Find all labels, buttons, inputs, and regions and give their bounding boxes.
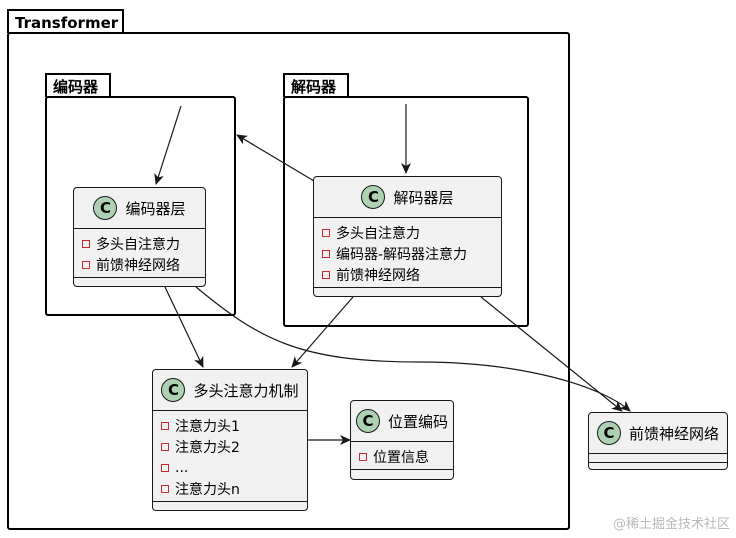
package-tab-encoder: 编码器 (45, 73, 111, 97)
class-name: 解码器层 (393, 188, 454, 207)
class-fields (589, 454, 727, 463)
class-attribute: 注意力头2 (175, 439, 240, 456)
class-icon: C (93, 196, 118, 220)
class-name: 位置编码 (387, 412, 448, 431)
private-field-icon (161, 421, 169, 430)
class-methods (74, 278, 205, 286)
class-feed-forward-network: C 前馈神经网络 (588, 412, 728, 470)
class-decoder-layer: C 解码器层 多头自注意力 编码器-解码器注意力 前馈神经网络 (313, 176, 502, 297)
class-attribute: 前馈神经网络 (96, 257, 180, 274)
class-name: 编码器层 (125, 199, 186, 218)
edge-decoder-to-encoder (236, 134, 315, 182)
private-field-icon (322, 270, 330, 279)
class-methods (153, 502, 307, 510)
class-attribute: 编码器-解码器注意力 (336, 246, 468, 263)
private-field-icon (359, 452, 367, 461)
class-methods (589, 463, 727, 471)
private-field-icon (161, 463, 169, 472)
class-attribute: 多头自注意力 (96, 236, 180, 253)
class-attribute: ... (175, 459, 189, 476)
class-methods (351, 470, 453, 478)
edge-decoder-to-ffn (480, 296, 623, 412)
private-field-icon (322, 228, 330, 237)
private-field-icon (82, 260, 90, 269)
class-icon: C (355, 409, 380, 433)
package-tab-decoder: 解码器 (283, 73, 349, 97)
class-icon: C (161, 378, 186, 402)
class-name: 多头注意力机制 (193, 381, 299, 400)
class-methods (314, 288, 501, 296)
class-attribute: 多头自注意力 (336, 225, 420, 242)
class-name: 前馈神经网络 (628, 424, 719, 443)
private-field-icon (161, 484, 169, 493)
class-attribute: 位置信息 (373, 449, 429, 466)
class-attribute: 前馈神经网络 (336, 267, 420, 284)
edge-encoder-to-ffn (195, 286, 631, 412)
package-tab-transformer: Transformer (7, 9, 124, 33)
class-position-encoding: C 位置编码 位置信息 (350, 400, 454, 480)
class-encoder-layer: C 编码器层 多头自注意力 前馈神经网络 (73, 187, 206, 287)
private-field-icon (322, 249, 330, 258)
edge-decoder-to-mha (291, 296, 354, 368)
class-attribute: 注意力头1 (175, 418, 240, 435)
class-icon: C (361, 185, 386, 209)
class-multi-head-attention: C 多头注意力机制 注意力头1 注意力头2 ... 注意力头n (152, 369, 308, 511)
edge-encoder-entry (154, 105, 182, 185)
class-icon: C (596, 421, 621, 445)
private-field-icon (82, 239, 90, 248)
edge-encoder-to-mha (164, 286, 204, 368)
class-attribute: 注意力头n (175, 481, 240, 498)
watermark: @稀土掘金技术社区 (612, 517, 730, 532)
private-field-icon (161, 442, 169, 451)
